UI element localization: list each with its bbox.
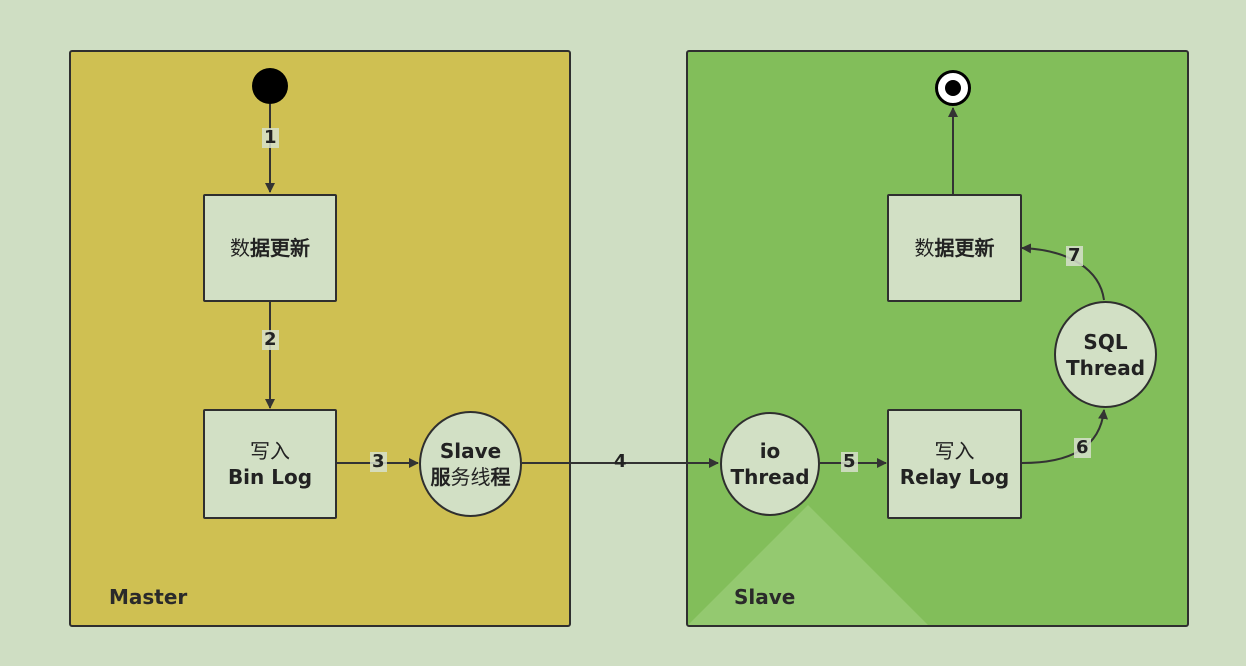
master-update-text-a: 数 bbox=[230, 236, 250, 260]
io-thread-node: io Thread bbox=[720, 412, 820, 516]
slave-data-update-box: 数据更新 bbox=[887, 194, 1022, 302]
edge-6 bbox=[1021, 409, 1109, 464]
edge-label-6: 6 bbox=[1074, 437, 1091, 458]
service-thread-text-c: 程 bbox=[490, 465, 511, 489]
sql-thread-line2: Thread bbox=[1065, 355, 1146, 380]
master-data-update-box: 数据更新 bbox=[203, 194, 337, 302]
write-relay-line1: 写入 bbox=[934, 439, 975, 463]
slave-lane-label: Slave bbox=[734, 585, 796, 609]
write-binlog-line1: 写入 bbox=[250, 439, 290, 463]
master-update-text-b: 据更新 bbox=[250, 236, 310, 260]
write-relay-log-box: 写入 Relay Log bbox=[887, 409, 1022, 519]
sql-thread-node: SQL Thread bbox=[1054, 301, 1157, 408]
sql-thread-line1: SQL bbox=[1083, 329, 1128, 354]
service-thread-text-b: 务线 bbox=[450, 465, 491, 489]
edge-label-3: 3 bbox=[370, 451, 387, 472]
lane-highlight bbox=[688, 505, 928, 625]
io-thread-line1: io bbox=[759, 439, 781, 463]
end-node bbox=[935, 70, 971, 106]
edge-label-5: 5 bbox=[841, 451, 858, 472]
write-binlog-line2: Bin Log bbox=[227, 465, 313, 489]
master-swimlane: Master bbox=[69, 50, 571, 627]
slave-update-text-b: 据更新 bbox=[934, 236, 995, 260]
slave-service-thread-node: Slave 服务线程 bbox=[419, 411, 522, 517]
edge-7 bbox=[1021, 243, 1105, 301]
service-thread-text-a: 服 bbox=[430, 465, 451, 489]
write-binlog-box: 写入 Bin Log bbox=[203, 409, 337, 519]
service-thread-line2: 服务线程 bbox=[431, 464, 511, 490]
io-thread-line2: Thread bbox=[730, 465, 810, 489]
edge-label-7: 7 bbox=[1066, 245, 1083, 266]
edge-label-1: 1 bbox=[262, 127, 279, 148]
edge-label-4: 4 bbox=[614, 451, 627, 472]
edge-label-2: 2 bbox=[262, 329, 279, 350]
service-thread-line1: Slave bbox=[439, 439, 502, 463]
write-relay-line2: Relay Log bbox=[899, 465, 1010, 489]
master-lane-label: Master bbox=[109, 585, 188, 609]
slave-update-text-a: 数 bbox=[914, 236, 935, 260]
start-node bbox=[252, 68, 288, 104]
